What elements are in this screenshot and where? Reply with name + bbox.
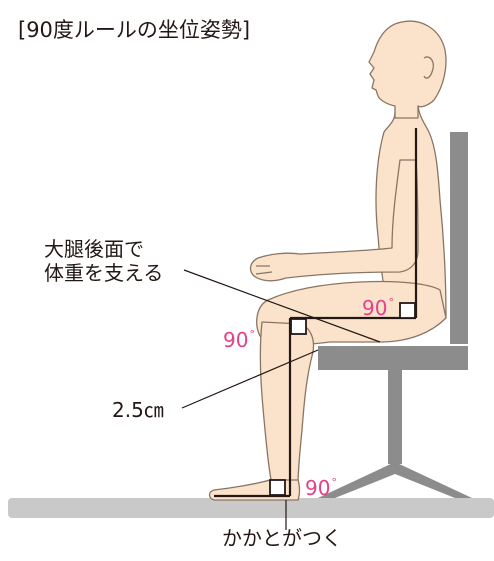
person-lower-leg (259, 321, 315, 485)
person-ear (423, 56, 434, 79)
chair-backrest (450, 132, 468, 344)
ankle-angle-value: 90 (305, 476, 331, 500)
chair-post (388, 370, 402, 464)
ankle-angle-unit: ° (331, 476, 337, 489)
ankle-right-angle-marker (269, 479, 286, 496)
heel-label: かかとがつく (222, 526, 342, 550)
leader-lines (181, 269, 381, 530)
knee-right-angle-marker (290, 318, 307, 335)
person-head (368, 20, 447, 119)
gap-leader (181, 349, 319, 409)
right-angle-markers (269, 302, 416, 496)
seated-person (208, 20, 447, 501)
thigh-support-leader (183, 269, 381, 343)
chair-base (318, 462, 472, 498)
person-arm (249, 159, 419, 282)
thigh-support-label-line-1: 大腿後面で (44, 237, 144, 261)
body-axis-lines (214, 128, 418, 498)
page-title: [90度ルールの坐位姿勢] (18, 18, 251, 42)
thigh-support-label: 大腿後面で 体重を支える (44, 237, 163, 285)
hip-angle-label: 90° (362, 292, 394, 319)
gap-measurement-label: 2.5㎝ (112, 398, 164, 422)
knee-angle-value: 90 (223, 328, 249, 352)
floor (8, 498, 494, 518)
knee-angle-unit: ° (249, 328, 255, 341)
ankle-angle-label: 90° (305, 472, 337, 499)
chair (318, 132, 472, 498)
hip-right-angle-marker (399, 302, 416, 319)
thigh-support-label-line-2: 体重を支える (44, 261, 164, 285)
person-fingers (255, 265, 273, 275)
hip-angle-value: 90 (362, 296, 388, 320)
knee-angle-label: 90° (223, 324, 255, 351)
chair-seat (318, 346, 468, 370)
hip-angle-unit: ° (388, 296, 394, 309)
